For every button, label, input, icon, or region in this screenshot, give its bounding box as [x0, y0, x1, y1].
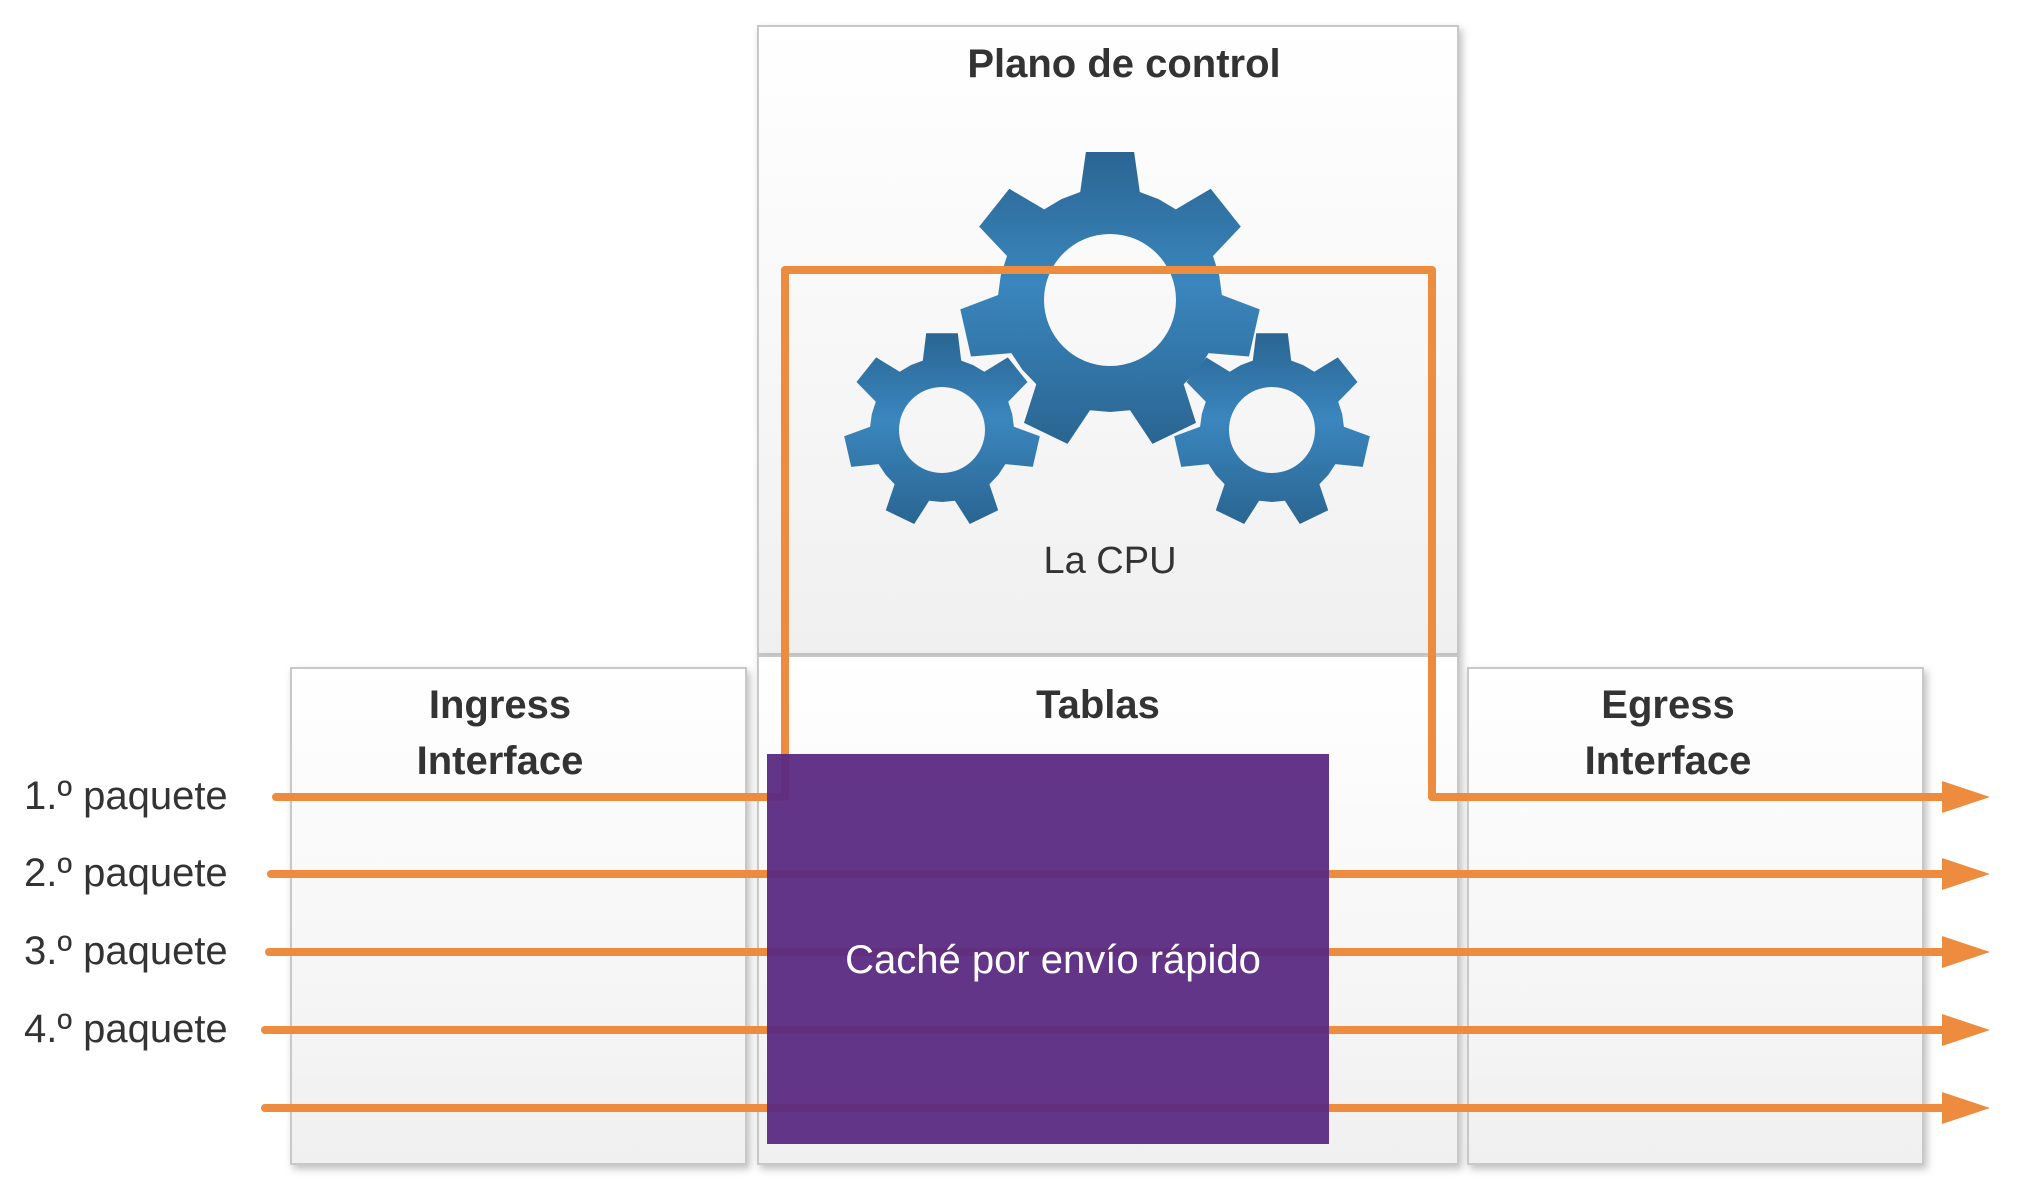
arrow-head-5 [1942, 1092, 1990, 1124]
gear-shape-3 [1174, 333, 1370, 524]
packet-arrows [261, 266, 1990, 1124]
gear-shape-2 [844, 333, 1040, 524]
arrow-head-2 [1942, 858, 1990, 890]
egress-interface-panel: Egress Interface [1467, 667, 1924, 1165]
packet-path-1 [272, 266, 1946, 801]
gear-shape-1 [960, 152, 1260, 444]
cpu-label: La CPU [1043, 540, 1176, 582]
control-plane-title: Plano de control [967, 42, 1280, 86]
ingress-interface-panel: Ingress Interface [290, 667, 747, 1165]
packet-label-3: 3.º paquete [24, 929, 228, 973]
ingress-title-line2: Interface [417, 739, 584, 783]
packet-labels: 1.º paquete 2.º paquete 3.º paquete 4.º paq… [24, 774, 228, 1051]
egress-title-line1: Egress [1601, 683, 1734, 727]
ingress-title-line1: Ingress [429, 683, 571, 727]
packet-label-2: 2.º paquete [24, 851, 228, 895]
cache-label: Caché por envío rápido [845, 938, 1261, 982]
control-plane-panel: Plano de control [757, 25, 1459, 655]
arrow-head-1 [1942, 781, 1990, 813]
egress-title-line2: Interface [1585, 739, 1752, 783]
arrow-head-3 [1942, 936, 1990, 968]
gears-icon [844, 152, 1370, 524]
tables-title: Tablas [1036, 683, 1160, 727]
packet-label-1: 1.º paquete [24, 774, 228, 818]
packet-label-4: 4.º paquete [24, 1007, 228, 1051]
arrow-head-4 [1942, 1014, 1990, 1046]
fast-forwarding-cache: Caché por envío rápido [767, 754, 1329, 1144]
